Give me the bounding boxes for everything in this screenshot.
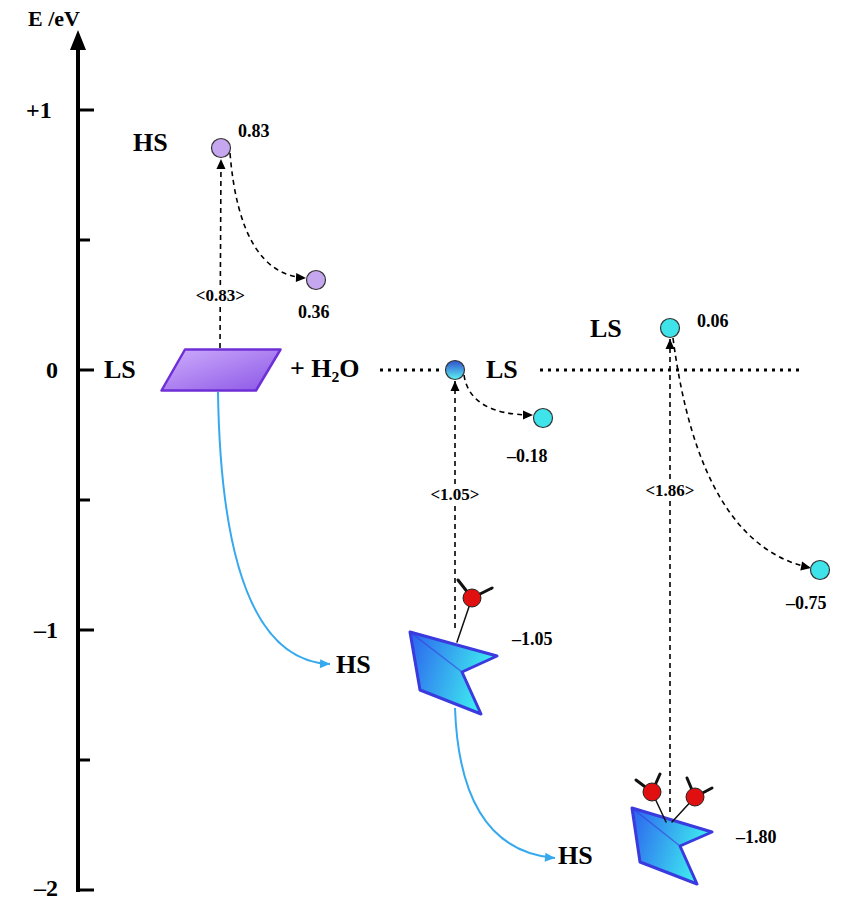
circle-shape: [305, 269, 327, 291]
energy-value: 0.83: [238, 122, 270, 140]
tick-label: –1: [34, 618, 58, 642]
spin-label: HS: [133, 130, 168, 156]
tick-label: +1: [26, 98, 52, 122]
arrowhead: [216, 159, 225, 169]
energy-level-dot: –0.18: [532, 407, 554, 429]
spin-label: LS: [486, 357, 518, 383]
arrowhead: [800, 562, 811, 571]
axis-line: [76, 46, 80, 892]
transition-arrow: [216, 159, 225, 348]
circle-shape: [532, 407, 554, 429]
reaction-arrow: [455, 708, 555, 862]
energy-level-dot: HS0.83: [210, 137, 232, 159]
circle-shape: [210, 137, 232, 159]
circle-shape: [444, 359, 466, 381]
spin-label: LS: [104, 357, 136, 383]
energy-value: –0.75: [786, 594, 827, 612]
arrowhead: [320, 659, 330, 668]
energy-level-dot: 0.36: [305, 269, 327, 291]
transition-arrow: [230, 153, 306, 282]
reaction-arrow: [218, 392, 330, 668]
axis-arrowhead: [70, 30, 86, 50]
circle-shape: [809, 559, 831, 581]
spin-label: LS: [590, 316, 622, 342]
axis-ticks: [78, 110, 94, 890]
transition-arrow: [673, 338, 811, 570]
transition-energy: <0.83>: [194, 286, 247, 305]
arrowhead: [451, 381, 460, 391]
high-spin-adsorbate: HS–1.80: [555, 776, 720, 888]
arrowhead: [523, 411, 533, 420]
energy-level-dot: LS: [444, 359, 466, 381]
energy-level-dot: –0.75: [809, 559, 831, 581]
tick-label: 0: [46, 358, 58, 382]
arrowhead: [296, 273, 306, 282]
circle-shape: [659, 317, 681, 339]
cone-shape: [555, 776, 720, 888]
axis-title: E /eV: [28, 8, 80, 30]
arrowhead: [545, 853, 555, 862]
energy-value: –0.18: [507, 447, 548, 465]
parallelogram-shape: [160, 348, 282, 392]
transition-arrow: [666, 339, 675, 812]
high-spin-adsorbate: HS–1.05: [330, 588, 502, 718]
energy-value: –1.05: [512, 630, 553, 648]
transition-energy: <1.05>: [428, 485, 481, 504]
low-spin-sheet: LS: [160, 348, 282, 392]
zero-reference-line: [380, 369, 800, 372]
transition-arrow: [451, 381, 460, 628]
energy-value: –1.80: [736, 828, 777, 846]
transition-energy: <1.86>: [643, 481, 696, 500]
energy-value: 0.06: [697, 312, 729, 330]
tick-label: –2: [34, 876, 58, 900]
reactant-label: + H₂O: [290, 356, 360, 382]
energy-level-dot: LS0.06: [659, 317, 681, 339]
energy-value: 0.36: [298, 303, 330, 321]
spin-label: HS: [558, 843, 593, 869]
spin-label: HS: [336, 652, 371, 678]
